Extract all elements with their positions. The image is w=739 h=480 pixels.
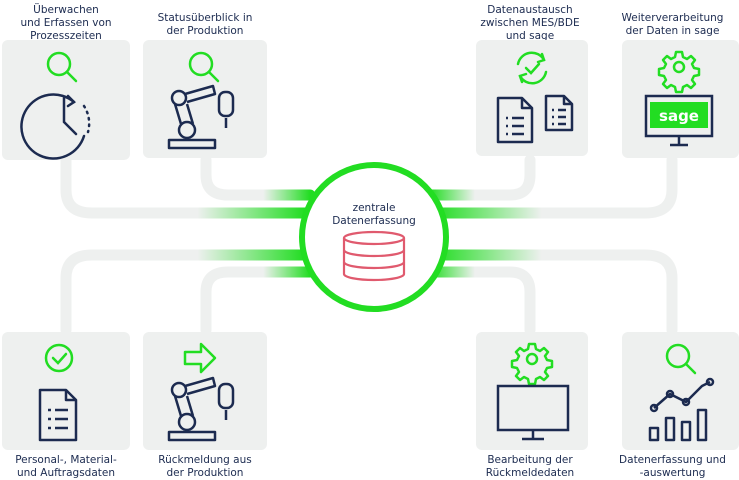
card-production-feedback	[143, 332, 267, 450]
documents-icon	[496, 94, 574, 144]
card-sage-processing: sage	[622, 40, 739, 158]
monitor-icon	[644, 94, 714, 147]
label-bottom-left-2: Rückmeldung aus der Produktion	[158, 454, 252, 479]
card-data-exchange	[476, 40, 588, 156]
label-top-left-2: Statusüberblick in der Produktion	[157, 12, 253, 37]
monitor-icon	[496, 384, 570, 441]
label-top-right-2: Weiterverarbeitung der Daten in sage	[621, 12, 724, 37]
label-bottom-right-2: Datenerfassung und -auswertung	[619, 454, 726, 479]
connector-bottom-right-outer	[429, 249, 678, 336]
connector-top-right-inner	[424, 154, 536, 201]
central-data-capture-hub: zentrale Datenerfassung	[299, 162, 449, 312]
card-process-times	[2, 40, 130, 160]
connector-bottom-left-inner	[200, 266, 316, 336]
clock-icon	[20, 93, 91, 160]
search-icon	[46, 51, 78, 83]
label-bottom-right-1: Bearbeitung der Rückmeldedaten	[485, 454, 575, 479]
label-bottom-left-1: Personal-, Material- und Auftragsdaten	[15, 454, 117, 479]
card-feedback-processing	[476, 332, 588, 450]
connector-top-left-outer	[60, 154, 311, 219]
arrow-right-icon	[183, 342, 217, 374]
connector-top-left-inner	[200, 154, 316, 201]
card-data-analysis	[622, 332, 739, 450]
label-top-left-1: Überwachen und Erfassen von Prozesszeite…	[20, 4, 112, 42]
robot-arm-icon	[167, 84, 235, 150]
line-bar-chart-icon	[648, 377, 715, 442]
connector-bottom-left-outer	[60, 249, 311, 336]
label-top-right-1: Datenaustausch zwischen MES/BDE und sage	[480, 4, 580, 42]
search-icon	[665, 343, 697, 375]
sage-logo-text: sage	[659, 107, 699, 125]
document-list-icon	[38, 388, 78, 442]
search-icon	[188, 51, 220, 83]
gear-icon	[657, 50, 701, 94]
card-master-data	[2, 332, 130, 450]
database-icon	[342, 230, 406, 282]
sync-check-icon	[516, 51, 548, 85]
hub-label: zentrale Datenerfassung	[332, 202, 416, 227]
card-production-status	[143, 40, 267, 158]
check-circle-icon	[44, 343, 74, 373]
connector-bottom-right-inner	[424, 266, 536, 336]
sage-logo-box	[650, 102, 708, 128]
connector-top-right-outer	[429, 154, 678, 219]
gear-icon	[510, 342, 554, 386]
robot-arm-icon	[167, 376, 235, 442]
